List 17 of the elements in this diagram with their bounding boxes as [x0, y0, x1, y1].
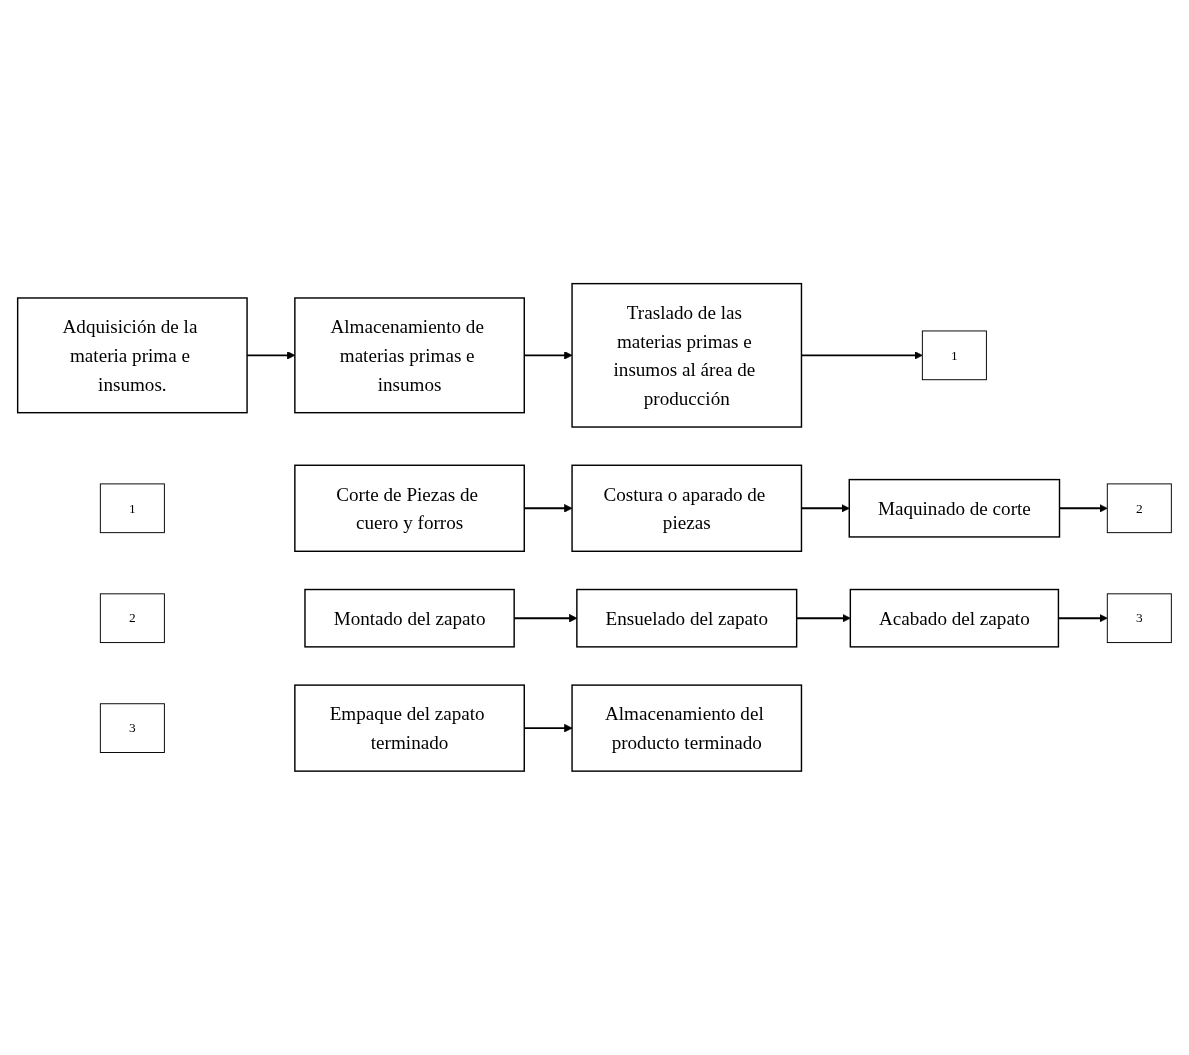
node-box: Acabado del zapato — [849, 588, 1060, 648]
node-box: 3 — [1106, 593, 1172, 644]
node-box: Montado del zapato — [304, 588, 515, 648]
node-box: 2 — [1106, 483, 1172, 534]
node-box: Almacenamiento de materias primas e insumos — [294, 297, 525, 414]
node-box: 2 — [99, 593, 165, 644]
node-box: Costura o aparado de piezas — [571, 464, 803, 553]
node-box: Corte de Piezas de cuero y forros — [294, 464, 525, 553]
node-box: Maquinado de corte — [848, 479, 1061, 538]
node-box: Adquisición de la materia prima e insumos. — [16, 297, 248, 414]
node-box: Traslado de las materias primas e insumos al área de producción — [571, 283, 803, 428]
node-box: 1 — [99, 483, 165, 534]
node-box: Almacenamiento del producto terminado — [571, 684, 803, 772]
node-box: 1 — [921, 330, 987, 381]
node-box: Empaque del zapato terminado — [294, 684, 525, 772]
node-box: Ensuelado del zapato — [576, 588, 798, 648]
node-box: 3 — [99, 703, 165, 754]
